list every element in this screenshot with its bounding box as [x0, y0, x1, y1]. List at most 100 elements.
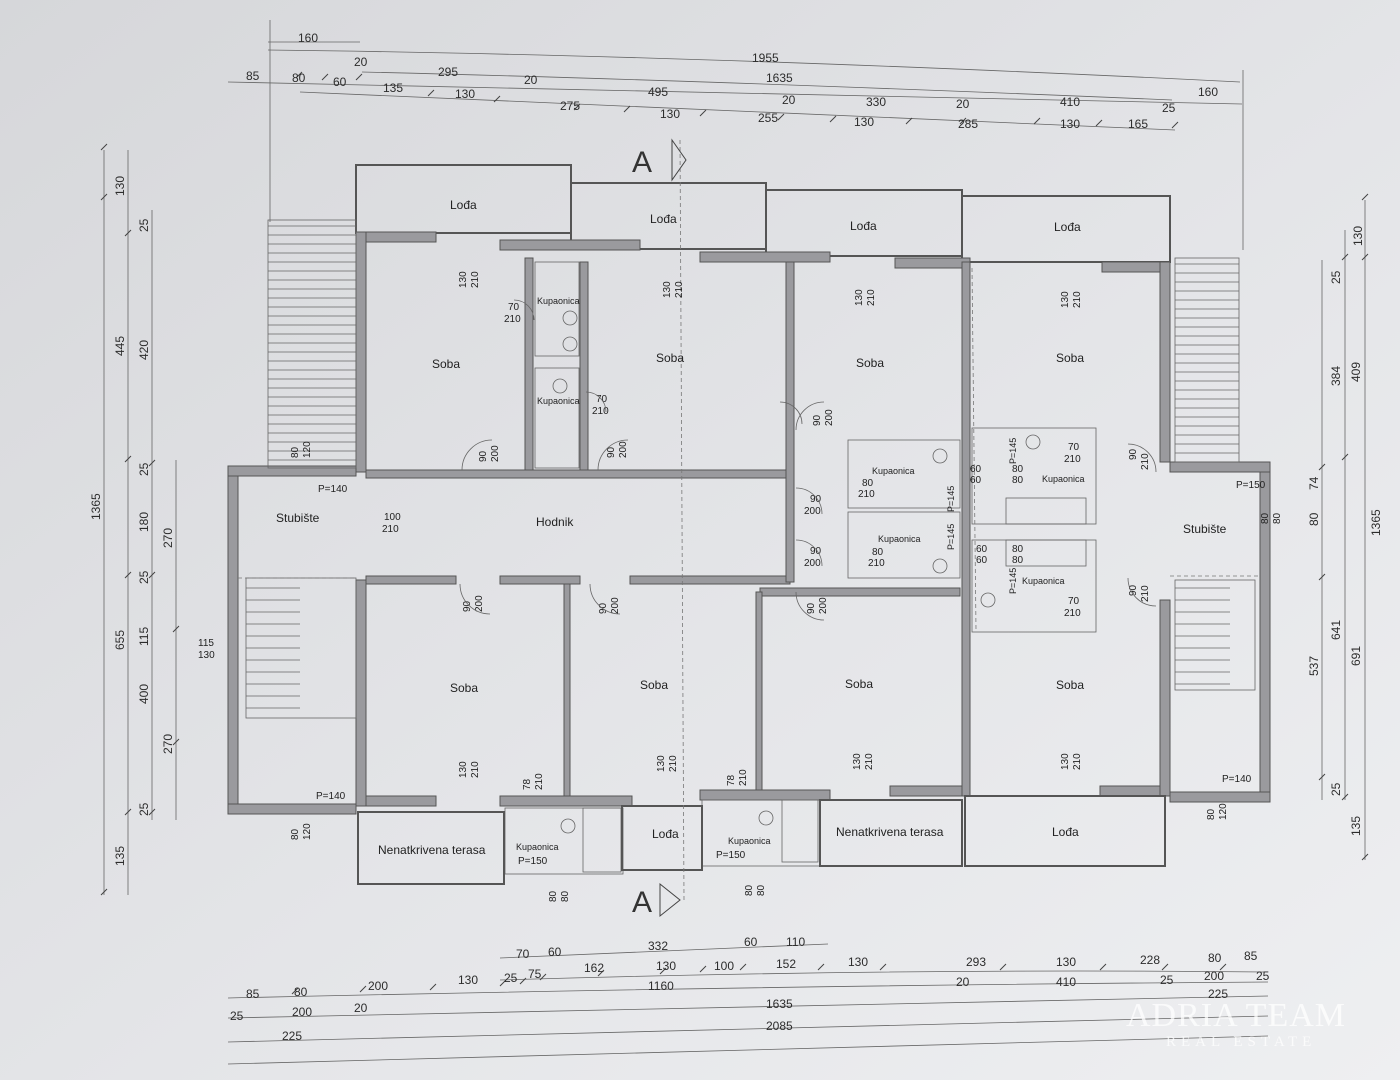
- svg-text:210: 210: [470, 761, 481, 778]
- room-kupaonica-8: Kupaonica: [728, 836, 771, 846]
- svg-text:210: 210: [1140, 453, 1151, 470]
- svg-text:P=140: P=140: [1222, 774, 1252, 785]
- svg-text:25: 25: [1329, 270, 1343, 284]
- svg-text:270: 270: [161, 734, 175, 754]
- svg-text:90: 90: [806, 602, 817, 614]
- svg-text:25: 25: [1160, 973, 1174, 987]
- svg-text:255: 255: [758, 111, 778, 125]
- svg-text:200: 200: [824, 409, 835, 426]
- svg-text:80: 80: [744, 884, 755, 896]
- svg-text:420: 420: [137, 340, 151, 360]
- svg-text:225: 225: [282, 1029, 302, 1043]
- svg-text:130: 130: [1060, 753, 1071, 770]
- svg-text:60: 60: [548, 945, 562, 959]
- svg-text:70: 70: [1068, 596, 1080, 607]
- svg-text:130: 130: [1351, 226, 1365, 246]
- svg-text:330: 330: [866, 95, 886, 109]
- svg-text:90: 90: [478, 450, 489, 462]
- svg-text:80: 80: [862, 478, 874, 489]
- svg-text:691: 691: [1349, 646, 1363, 666]
- room-loda-1: Lođa: [450, 198, 477, 212]
- svg-text:P=145: P=145: [946, 486, 956, 512]
- svg-text:445: 445: [113, 336, 127, 356]
- svg-text:80: 80: [1307, 512, 1321, 526]
- room-kupaonica-1: Kupaonica: [537, 296, 580, 306]
- svg-text:200: 200: [490, 445, 501, 462]
- left-dimension-labels: 1365 130 25 445 420 25 180 25 655 115 40…: [89, 176, 175, 866]
- room-kupaonica-3: Kupaonica: [872, 466, 915, 476]
- svg-text:1635: 1635: [766, 71, 793, 85]
- section-arrow-top: [671, 138, 687, 182]
- svg-text:210: 210: [504, 314, 521, 325]
- svg-text:110: 110: [786, 935, 805, 949]
- svg-text:80: 80: [1272, 512, 1283, 524]
- dimension-ticks: [100, 71, 1369, 995]
- room-kupaonica-4: Kupaonica: [878, 534, 921, 544]
- svg-text:130: 130: [662, 281, 673, 298]
- room-loda-2: Lođa: [650, 212, 677, 226]
- svg-text:90: 90: [810, 546, 822, 557]
- svg-text:74: 74: [1307, 476, 1321, 490]
- svg-text:60: 60: [976, 544, 988, 555]
- svg-text:80: 80: [290, 828, 301, 840]
- svg-text:400: 400: [137, 684, 151, 704]
- svg-text:410: 410: [1056, 975, 1076, 989]
- svg-text:90: 90: [606, 446, 617, 458]
- svg-text:80: 80: [1012, 555, 1024, 566]
- svg-text:384: 384: [1329, 366, 1343, 386]
- svg-text:70: 70: [516, 947, 530, 961]
- room-kupaonica-2: Kupaonica: [537, 396, 580, 406]
- room-terasa-2: Nenatkrivena terasa: [836, 825, 944, 839]
- room-loda-5: Lođa: [652, 827, 679, 841]
- svg-text:130: 130: [656, 755, 667, 772]
- svg-text:85: 85: [1244, 949, 1258, 963]
- svg-text:655: 655: [113, 630, 127, 650]
- svg-text:130: 130: [458, 973, 478, 987]
- svg-text:80: 80: [548, 890, 559, 902]
- svg-text:90: 90: [462, 600, 473, 612]
- south-terraces: [357, 795, 1166, 885]
- svg-text:20: 20: [354, 55, 368, 69]
- svg-text:295: 295: [438, 65, 458, 79]
- room-loda-4: Lođa: [1054, 220, 1081, 234]
- section-line: [679, 139, 685, 901]
- svg-text:130: 130: [848, 955, 868, 969]
- svg-text:210: 210: [1072, 291, 1083, 308]
- svg-text:180: 180: [137, 512, 151, 532]
- svg-text:P=150: P=150: [518, 856, 548, 867]
- svg-text:80: 80: [1206, 808, 1217, 820]
- svg-text:332: 332: [648, 939, 668, 953]
- svg-text:270: 270: [161, 528, 175, 548]
- svg-text:100: 100: [384, 512, 401, 523]
- svg-text:200: 200: [618, 441, 629, 458]
- svg-text:200: 200: [368, 979, 388, 993]
- svg-text:210: 210: [738, 769, 749, 786]
- watermark-brand: ADRIA TEAM: [1126, 997, 1346, 1034]
- svg-text:115: 115: [198, 638, 214, 649]
- room-soba-4: Soba: [1056, 351, 1084, 365]
- room-stubiste-east: Stubište: [1183, 522, 1227, 536]
- svg-text:25: 25: [137, 462, 151, 476]
- svg-text:210: 210: [868, 558, 885, 569]
- room-stubiste-west: Stubište: [276, 511, 320, 525]
- svg-text:25: 25: [230, 1009, 244, 1023]
- svg-text:1365: 1365: [1369, 509, 1383, 536]
- svg-text:210: 210: [1064, 608, 1081, 619]
- svg-text:25: 25: [137, 570, 151, 584]
- svg-text:210: 210: [674, 281, 685, 298]
- svg-text:152: 152: [776, 957, 796, 971]
- svg-text:P=145: P=145: [1008, 438, 1018, 464]
- room-soba-7: Soba: [845, 677, 873, 691]
- svg-text:78: 78: [726, 774, 737, 786]
- walls: [227, 231, 1271, 815]
- svg-text:210: 210: [1140, 585, 1151, 602]
- svg-text:285: 285: [958, 117, 978, 131]
- svg-text:80: 80: [872, 547, 884, 558]
- svg-text:P=145: P=145: [946, 524, 956, 550]
- room-labels: Lođa Lođa Lođa Lođa Soba Soba Soba Soba …: [276, 198, 1227, 857]
- svg-text:60: 60: [333, 75, 347, 89]
- svg-text:130: 130: [1056, 955, 1076, 969]
- svg-text:135: 135: [383, 81, 403, 95]
- svg-text:P=150: P=150: [716, 850, 746, 861]
